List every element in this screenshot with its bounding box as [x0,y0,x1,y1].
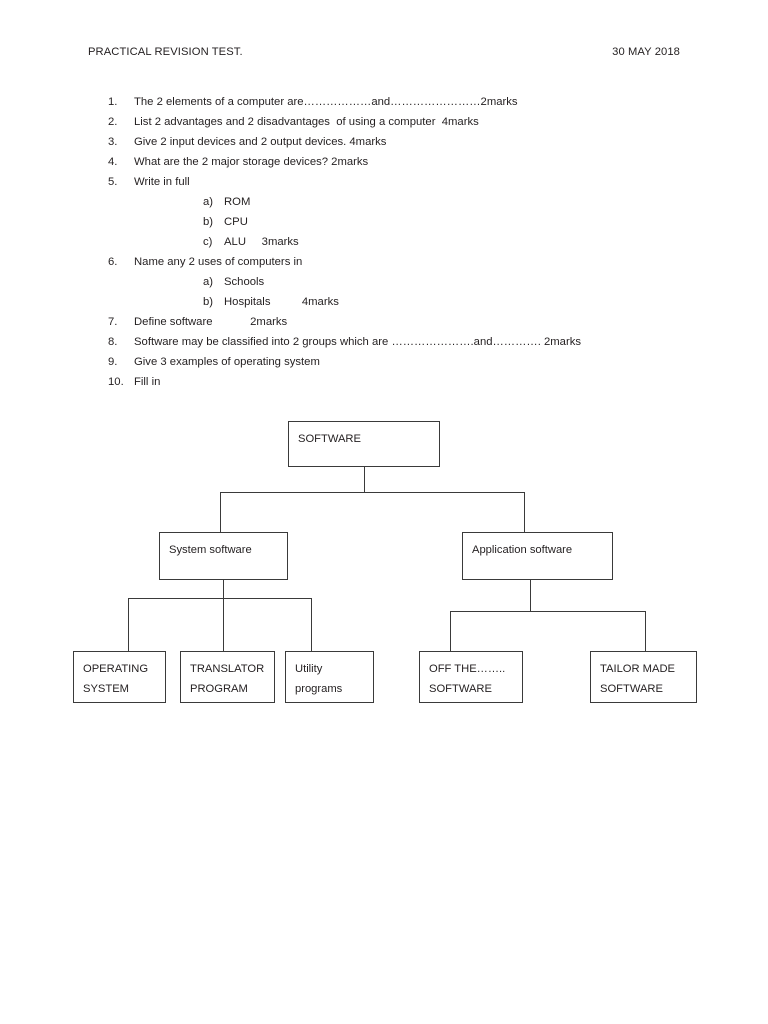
question-number: 1. [108,96,118,108]
subitem-text: Schools [224,276,265,288]
diagram-node-system-software: System software [159,532,288,580]
connector-application-trunk [530,580,532,612]
subitem-marker: a) [203,196,214,208]
question-number: 10. [108,376,124,388]
document-header: PRACTICAL REVISION TEST. 30 MAY 2018 [88,46,680,58]
diagram-node-off-the-shelf-software: OFF THE…….. SOFTWARE [419,651,523,703]
question-number: 9. [108,356,118,368]
question-subitem: a) ROM [108,192,688,212]
connector-operating-system-drop [128,598,130,651]
question-item: 2. List 2 advantages and 2 disadvantages… [108,112,688,132]
question-number: 7. [108,316,118,328]
question-text: Define software 2marks [134,316,288,328]
diagram-node-tailor-made-software: TAILOR MADE SOFTWARE [590,651,697,703]
document-date: 30 MAY 2018 [612,46,680,58]
connector-off-the-shelf-drop [450,611,452,651]
question-subitem: c) ALU 3marks [108,232,688,252]
question-item: 3. Give 2 input devices and 2 output dev… [108,132,688,152]
question-item: 7. Define software 2marks [108,312,688,332]
question-list: 1. The 2 elements of a computer are……………… [108,92,688,392]
question-text: What are the 2 major storage devices? 2m… [134,156,369,168]
connector-tier2-spreader [220,492,525,494]
connector-tier2-left-drop [220,492,222,532]
question-item: 10. Fill in [108,372,688,392]
question-text: Software may be classified into 2 groups… [134,336,582,348]
connector-application-spreader [450,611,646,613]
question-subitem: a) Schools [108,272,688,292]
diagram-node-software: SOFTWARE [288,421,440,467]
diagram-node-utility-programs: Utility programs [285,651,374,703]
question-text: Give 3 examples of operating system [134,356,320,368]
subitem-text: Hospitals 4marks [224,296,339,308]
subitem-marker: a) [203,276,214,288]
diagram-node-application-software: Application software [462,532,613,580]
question-subitem: b) Hospitals 4marks [108,292,688,312]
question-number: 4. [108,156,118,168]
question-number: 3. [108,136,118,148]
connector-system-trunk [223,580,225,599]
question-text: Name any 2 uses of computers in [134,256,303,268]
question-subitem-list: a) Schools b) Hospitals 4marks [108,272,688,312]
connector-root-trunk [364,467,366,493]
subitem-text: CPU [224,216,248,228]
subitem-text: ROM [224,196,251,208]
diagram-node-translator-program: TRANSLATOR PROGRAM [180,651,275,703]
subitem-marker: b) [203,216,214,228]
question-item: 1. The 2 elements of a computer are……………… [108,92,688,112]
subitem-marker: b) [203,296,214,308]
question-number: 5. [108,176,118,188]
connector-system-spreader [128,598,312,600]
question-text: List 2 advantages and 2 disadvantages of… [134,116,479,128]
connector-tier2-right-drop [524,492,526,532]
question-item: 9. Give 3 examples of operating system [108,352,688,372]
question-item: 5. Write in full [108,172,688,192]
subitem-text: ALU 3marks [224,236,299,248]
question-subitem: b) CPU [108,212,688,232]
question-subitem-list: a) ROM b) CPU c) ALU 3marks [108,192,688,252]
question-text: Fill in [134,376,161,388]
question-number: 2. [108,116,118,128]
connector-translator-program-drop [223,598,225,651]
question-number: 6. [108,256,118,268]
question-text: The 2 elements of a computer are………………an… [134,96,518,108]
question-item: 4. What are the 2 major storage devices?… [108,152,688,172]
page-title: PRACTICAL REVISION TEST. [88,46,243,58]
question-item: 6. Name any 2 uses of computers in [108,252,688,272]
question-text: Write in full [134,176,190,188]
question-number: 8. [108,336,118,348]
connector-utility-programs-drop [311,598,313,651]
question-item: 8. Software may be classified into 2 gro… [108,332,688,352]
connector-tailor-made-drop [645,611,647,651]
subitem-marker: c) [203,236,213,248]
diagram-node-operating-system: OPERATING SYSTEM [73,651,166,703]
question-text: Give 2 input devices and 2 output device… [134,136,387,148]
